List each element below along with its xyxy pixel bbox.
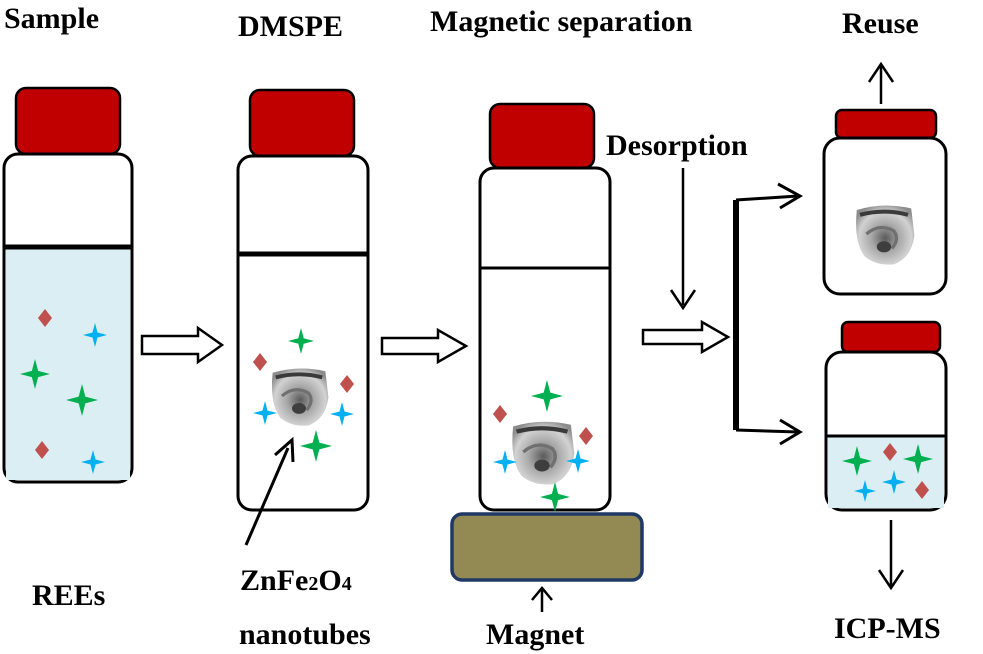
- label-desorption: Desorption: [606, 129, 748, 162]
- process-arrow-2: [380, 327, 469, 365]
- title-sample: Sample: [4, 2, 99, 35]
- eluate-solution: [828, 436, 944, 508]
- vial-cap: [248, 88, 356, 158]
- vial-cap: [488, 102, 596, 170]
- process-arrow-3: [641, 319, 731, 355]
- title-reuse: Reuse: [842, 7, 919, 40]
- label-rees: REEs: [32, 579, 105, 612]
- magnetic-separation-vial: [478, 102, 612, 512]
- desorption-arrowhead: [669, 289, 697, 311]
- nanotube-pointer-arrowhead: [274, 436, 295, 463]
- label-nanotubes: nanotubes: [239, 618, 371, 651]
- eluate-vial: [824, 320, 948, 591]
- vial-cap: [834, 108, 938, 140]
- reuse-arrowhead: [867, 61, 895, 83]
- label-icp-ms: ICP-MS: [834, 612, 941, 645]
- vial-cap: [840, 320, 942, 354]
- reuse-vial: [822, 61, 948, 296]
- sample-solution: [6, 247, 130, 480]
- label-magnet: Magnet: [486, 618, 584, 651]
- split-lower-arrowhead: [779, 418, 803, 446]
- nanotube-particle-icon: [512, 422, 574, 485]
- nanotube-pointer-line: [244, 447, 290, 546]
- label-znfe2o4: ZnFe2O4: [240, 564, 352, 597]
- magnet-block: [450, 512, 644, 582]
- vial-body: [236, 154, 370, 512]
- title-magnetic-separation: Magnetic separation: [430, 5, 693, 38]
- icpms-arrowhead: [877, 569, 905, 591]
- dmspe-vial: [236, 88, 370, 512]
- split-lower-branch: [735, 428, 799, 434]
- split-upper-arrowhead: [777, 182, 804, 210]
- nanotube-particle-icon: [272, 368, 328, 425]
- process-arrow-1: [140, 325, 225, 365]
- vial-body: [478, 166, 612, 512]
- nanotube-particle-icon: [856, 206, 914, 265]
- magnet-pointer-arrowhead: [531, 586, 553, 601]
- title-dmspe: DMSPE: [238, 10, 343, 43]
- split-upper-branch: [735, 194, 799, 202]
- sample-vial: [2, 86, 134, 484]
- vial-cap: [14, 86, 122, 156]
